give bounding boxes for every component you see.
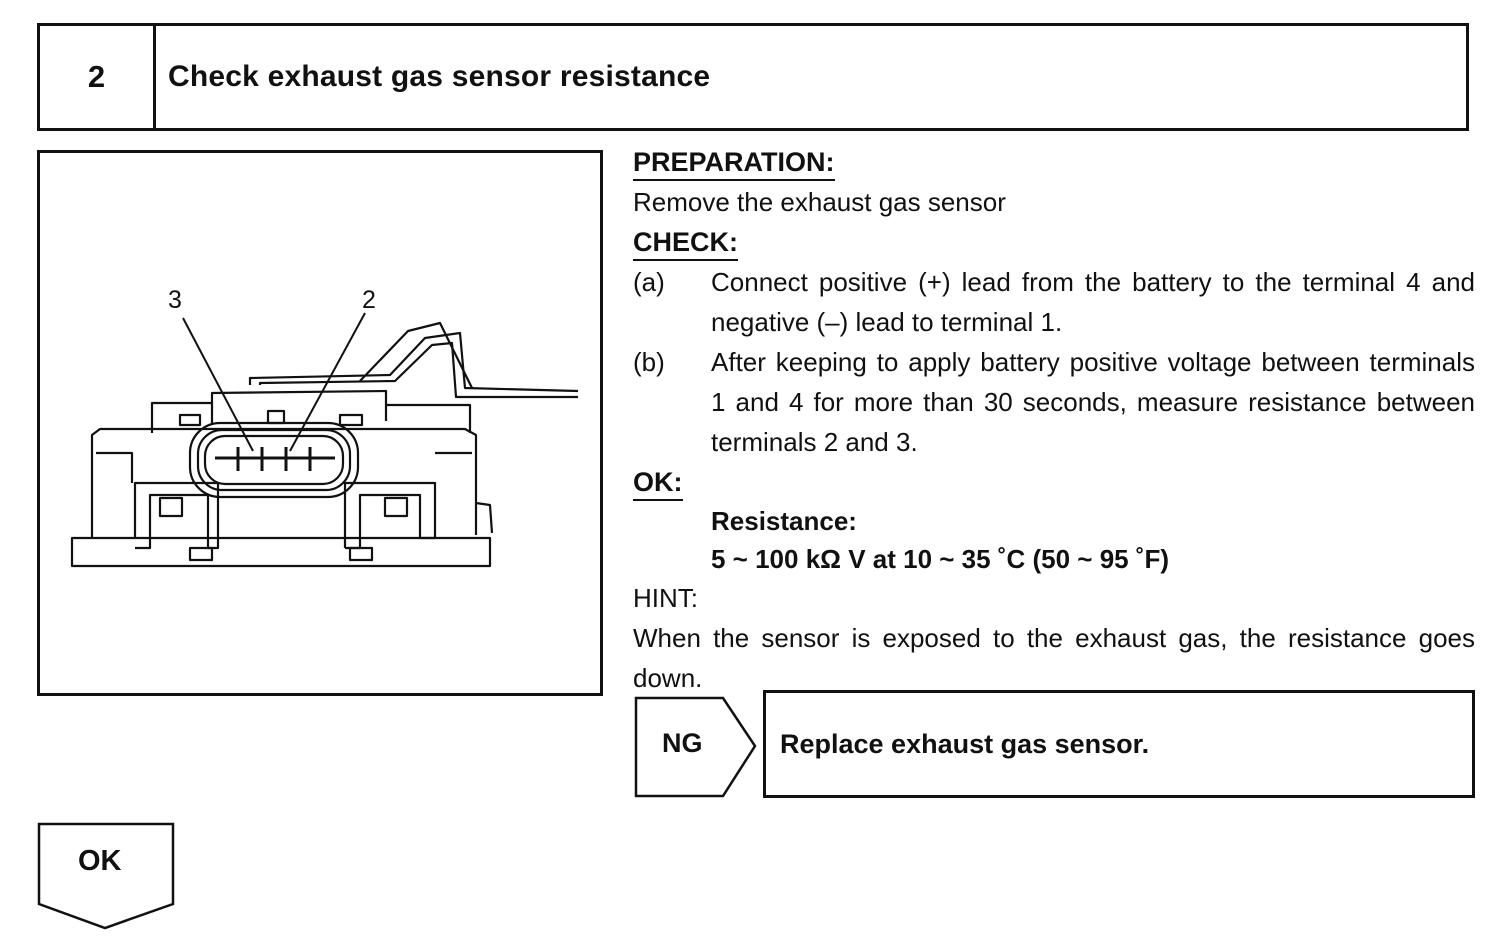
- terminal-label-3: 3: [168, 286, 182, 314]
- resistance-label: Resistance:: [711, 506, 857, 536]
- hint-text: When the sensor is exposed to the exhaus…: [633, 623, 1475, 693]
- ng-label: NG: [662, 728, 703, 758]
- check-item-text: Connect positive (+) lead from the batte…: [711, 267, 1475, 337]
- connector-drawing: 3 2: [70, 286, 579, 568]
- ng-arrow-icon: [634, 696, 757, 798]
- procedure-text: PREPARATION: Remove the exhaust gas sens…: [633, 142, 1475, 698]
- step-header: 2 Check exhaust gas sensor resistance: [37, 23, 1469, 131]
- hint-heading: HINT:: [633, 583, 698, 613]
- check-heading: CHECK:: [633, 225, 738, 261]
- step-title: Check exhaust gas sensor resistance: [168, 60, 711, 93]
- ok-arrow-icon: [37, 822, 175, 930]
- ok-flow-label: OK: [78, 845, 122, 877]
- resistance-value: 5 ~ 100 kΩ V at 10 ~ 35 ˚C (50 ~ 95 ˚F): [711, 544, 1170, 574]
- ok-heading: OK:: [633, 465, 683, 501]
- check-item-b: (b) After keeping to apply battery posit…: [633, 342, 1475, 462]
- check-item-a: (a) Connect positive (+) lead from the b…: [633, 262, 1475, 342]
- ng-action-box: Replace exhaust gas sensor.: [763, 690, 1475, 798]
- step-number: 2: [40, 26, 156, 128]
- check-item-marker: (b): [633, 347, 665, 377]
- terminal-label-2: 2: [362, 286, 376, 314]
- check-item-marker: (a): [633, 267, 665, 297]
- preparation-text: Remove the exhaust gas sensor: [633, 187, 1006, 217]
- connector-illustration: 3 2: [37, 150, 603, 696]
- check-item-text: After keeping to apply battery positive …: [711, 347, 1475, 457]
- preparation-heading: PREPARATION:: [633, 145, 835, 181]
